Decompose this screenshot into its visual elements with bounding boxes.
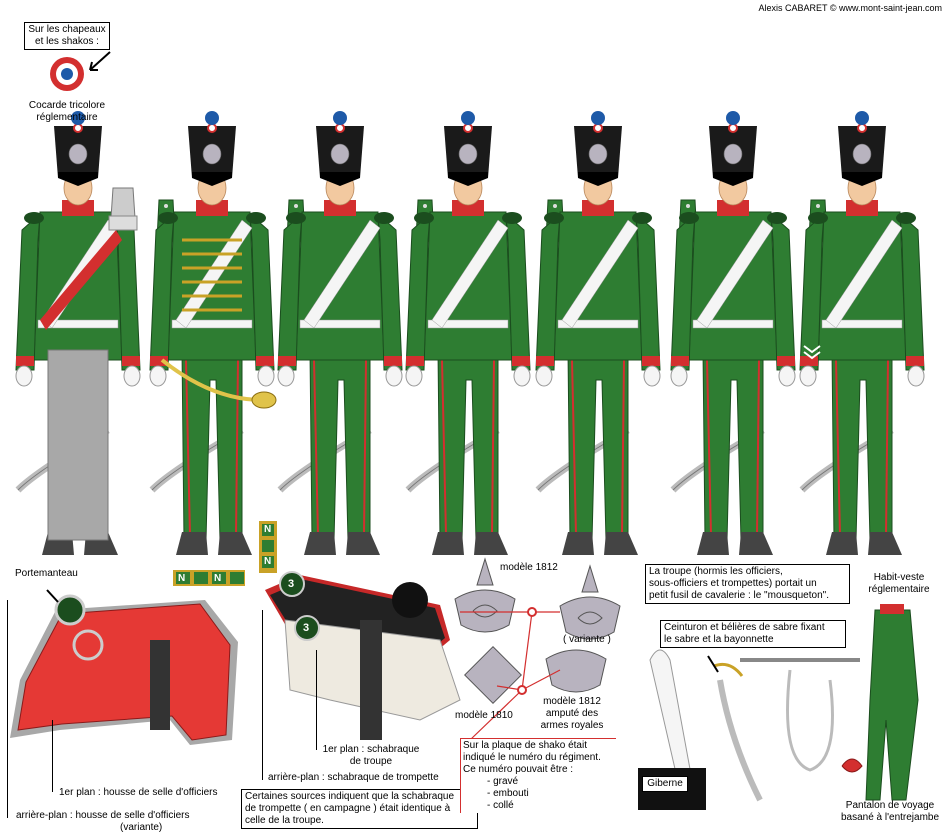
caption-line: armes royales (540, 720, 604, 731)
lace-letter: N (214, 573, 222, 584)
lace-badge-column (259, 521, 277, 573)
note-line: Certaines sources indiquent que la schab… (245, 791, 455, 802)
lace-badge-row (173, 570, 245, 586)
troop-schabraque-caption: 1er plan : schabraque de troupe (318, 744, 424, 768)
pantalon-label: Pantalon de voyage basané à l'entrejambe (836, 800, 944, 824)
note-line: indiqué le numéro du régiment. (463, 752, 601, 763)
note-line: Ceinturon et bélières de sabre fixant (664, 622, 825, 633)
cockade-caption-bottom: Cocarde tricolore réglementaire (20, 100, 114, 124)
note-line: sous-officiers et trompettes) portait un (649, 578, 817, 589)
plate-label-1812: modèle 1812 (500, 562, 558, 573)
caption-line: Habit-veste (873, 572, 925, 583)
trumpet-note-box: Certaines sources indiquent que la schab… (241, 789, 478, 829)
sword-belt-note-box: Ceinturon et bélières de sabre fixant le… (660, 620, 846, 648)
cockade-caption-line: réglementaire (36, 112, 98, 123)
arrow-icon (89, 51, 111, 71)
caption-line: modèle 1812 (543, 696, 601, 707)
note-line: Sur la plaque de shako était (463, 740, 587, 751)
caption-line: 1er plan : schabraque (322, 744, 420, 755)
figure-trooper-2 (406, 111, 530, 555)
regiment-number: 3 (303, 622, 310, 634)
shako-plate-1812-cut (545, 649, 607, 693)
figure-officer (16, 111, 140, 555)
sabre-icon (713, 658, 860, 802)
figure-trumpeter (150, 111, 276, 555)
note-line: de trompette ( en campagne ) était ident… (245, 803, 451, 814)
cockade-caption-line: Cocarde tricolore (28, 100, 106, 111)
plate-connector-lines (460, 611, 561, 741)
note-variant: - collé (487, 800, 514, 811)
note-line: petit fusil de cavalerie : le "mousqueto… (649, 590, 829, 601)
caption-line: réglementaire (868, 584, 930, 595)
shoulder-strap-icon (108, 187, 138, 231)
figure-brigadier (800, 111, 924, 555)
arrow-icon (707, 655, 719, 673)
habit-veste-label: Habit-veste réglementaire (856, 572, 942, 596)
connector-node (517, 685, 527, 695)
figure-trooper-3 (536, 111, 660, 555)
cockade-icon (50, 57, 84, 91)
plate-note-box: Sur la plaque de shako était indiqué le … (460, 738, 616, 813)
caption-line: Pantalon de voyage (845, 800, 935, 811)
lace-letter: N (264, 524, 272, 535)
caption-line: (variante) (120, 822, 163, 833)
lace-letter: N (178, 573, 186, 584)
caption-line: basané à l'entrejambe (840, 812, 940, 823)
plate-label-1812-cut: modèle 1812 amputé des armes royales (536, 696, 608, 732)
troop-schabraque (284, 582, 461, 740)
cockade-caption-line: Sur les chapeaux (28, 24, 106, 35)
regiment-number-badge (279, 571, 320, 641)
note-line: le sabre et la bayonnette (664, 634, 774, 645)
shako-plate-1810 (464, 646, 522, 704)
plate-label-variante: ( variante ) (563, 634, 611, 645)
figure-trooper-1 (278, 111, 402, 555)
cockade-caption-box: Sur les chapeaux et les shakos : (24, 22, 110, 50)
figure-trooper-4 (671, 111, 795, 555)
lace-letter: N (264, 556, 272, 567)
plate-label-1810: modèle 1810 (455, 710, 513, 721)
arrow-icon (46, 589, 59, 603)
regiment-number: 3 (288, 578, 295, 590)
note-line: Ce numéro pouvait être : (463, 764, 574, 775)
note-line: La troupe (hormis les officiers, (649, 566, 783, 577)
trumpet-schabraque-caption: arrière-plan : schabraque de trompette (268, 772, 439, 783)
note-line: celle de la troupe. (245, 815, 324, 826)
officer-saddle-foreground-caption: 1er plan : housse de selle d'officiers (59, 787, 218, 798)
credit-line: Alexis CABARET © www.mont-saint-jean.com (758, 3, 942, 13)
shako-plate-variante (559, 565, 621, 640)
caption-leader-line (262, 610, 263, 780)
connector-node (527, 607, 537, 617)
caption-leader-line (316, 650, 317, 750)
officer-saddle-cloth (10, 594, 238, 745)
habit-veste-figure (841, 604, 919, 801)
giberne-label: Giberne (642, 776, 688, 792)
cockade-caption-line: et les shakos : (35, 36, 99, 47)
caption-line: arrière-plan : housse de selle d'officie… (16, 810, 190, 821)
caption-leader-line (52, 720, 53, 792)
note-variant: - gravé (487, 776, 519, 787)
note-variant: - embouti (487, 788, 529, 799)
officer-saddle-background-caption: arrière-plan : housse de selle d'officie… (16, 810, 189, 834)
caption-line: de troupe (349, 756, 393, 767)
caption-line: amputé des (545, 708, 599, 719)
portemanteau-label: Portemanteau (15, 568, 78, 579)
caption-leader-line (7, 600, 8, 818)
carbine-note-box: La troupe (hormis les officiers, sous-of… (645, 564, 850, 604)
